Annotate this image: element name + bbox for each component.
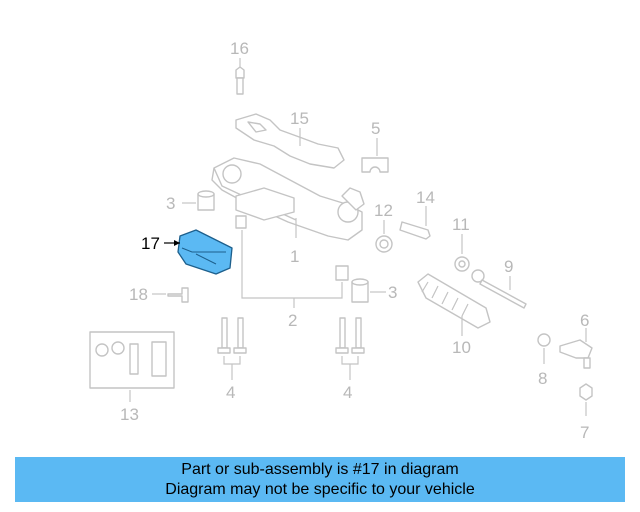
callout-3-right: 3	[388, 283, 397, 302]
part-4-bolts-left[interactable]	[217, 317, 247, 380]
callout-15: 15	[290, 109, 309, 128]
callout-5: 5	[371, 119, 380, 138]
part-15-heat-shield[interactable]	[235, 113, 345, 169]
part-9-inner-tie-rod[interactable]	[471, 269, 527, 309]
callout-1: 1	[290, 247, 299, 266]
callout-11: 11	[452, 215, 470, 234]
part-7-nut[interactable]	[579, 383, 593, 416]
callout-13: 13	[120, 405, 139, 424]
callout-16: 16	[230, 39, 249, 58]
callout-14: 14	[416, 188, 435, 207]
callout-2: 2	[288, 311, 297, 330]
part-16-bolt[interactable]	[235, 58, 245, 95]
banner-line-2: Diagram may not be specific to your vehi…	[165, 480, 475, 498]
callout-3-left: 3	[166, 194, 175, 213]
callout-6: 6	[580, 311, 589, 330]
callout-10: 10	[452, 338, 471, 357]
part-17-shield[interactable]	[164, 229, 233, 275]
part-13-repair-kit[interactable]	[89, 331, 175, 402]
callout-17: 17	[141, 234, 160, 253]
part-3-bushing-right[interactable]	[351, 278, 386, 303]
part-11-clamp[interactable]	[454, 234, 470, 272]
part-2-bushings[interactable]	[235, 215, 349, 308]
part-8-nut[interactable]	[537, 333, 551, 364]
callout-4-left: 4	[226, 383, 235, 402]
part-18-bolt[interactable]	[152, 287, 189, 303]
part-3-bushing-left[interactable]	[182, 190, 215, 211]
part-10-boot[interactable]	[417, 273, 491, 336]
part-1-steering-rack[interactable]	[211, 157, 365, 241]
callout-18: 18	[129, 285, 148, 304]
info-banner: Part or sub-assembly is #17 in diagram D…	[15, 457, 625, 502]
part-6-outer-tie-rod-end[interactable]	[559, 328, 593, 369]
part-5-mount[interactable]	[361, 138, 389, 173]
part-12-clamp[interactable]	[375, 220, 393, 253]
callout-12: 12	[374, 201, 393, 220]
part-14-bracket[interactable]	[399, 206, 431, 240]
banner-line-1: Part or sub-assembly is #17 in diagram	[181, 460, 459, 478]
callout-9: 9	[504, 257, 513, 276]
part-4-bolts-right[interactable]	[335, 317, 365, 380]
callout-7: 7	[580, 423, 589, 442]
callout-4-right: 4	[343, 383, 352, 402]
callout-8: 8	[538, 369, 547, 388]
